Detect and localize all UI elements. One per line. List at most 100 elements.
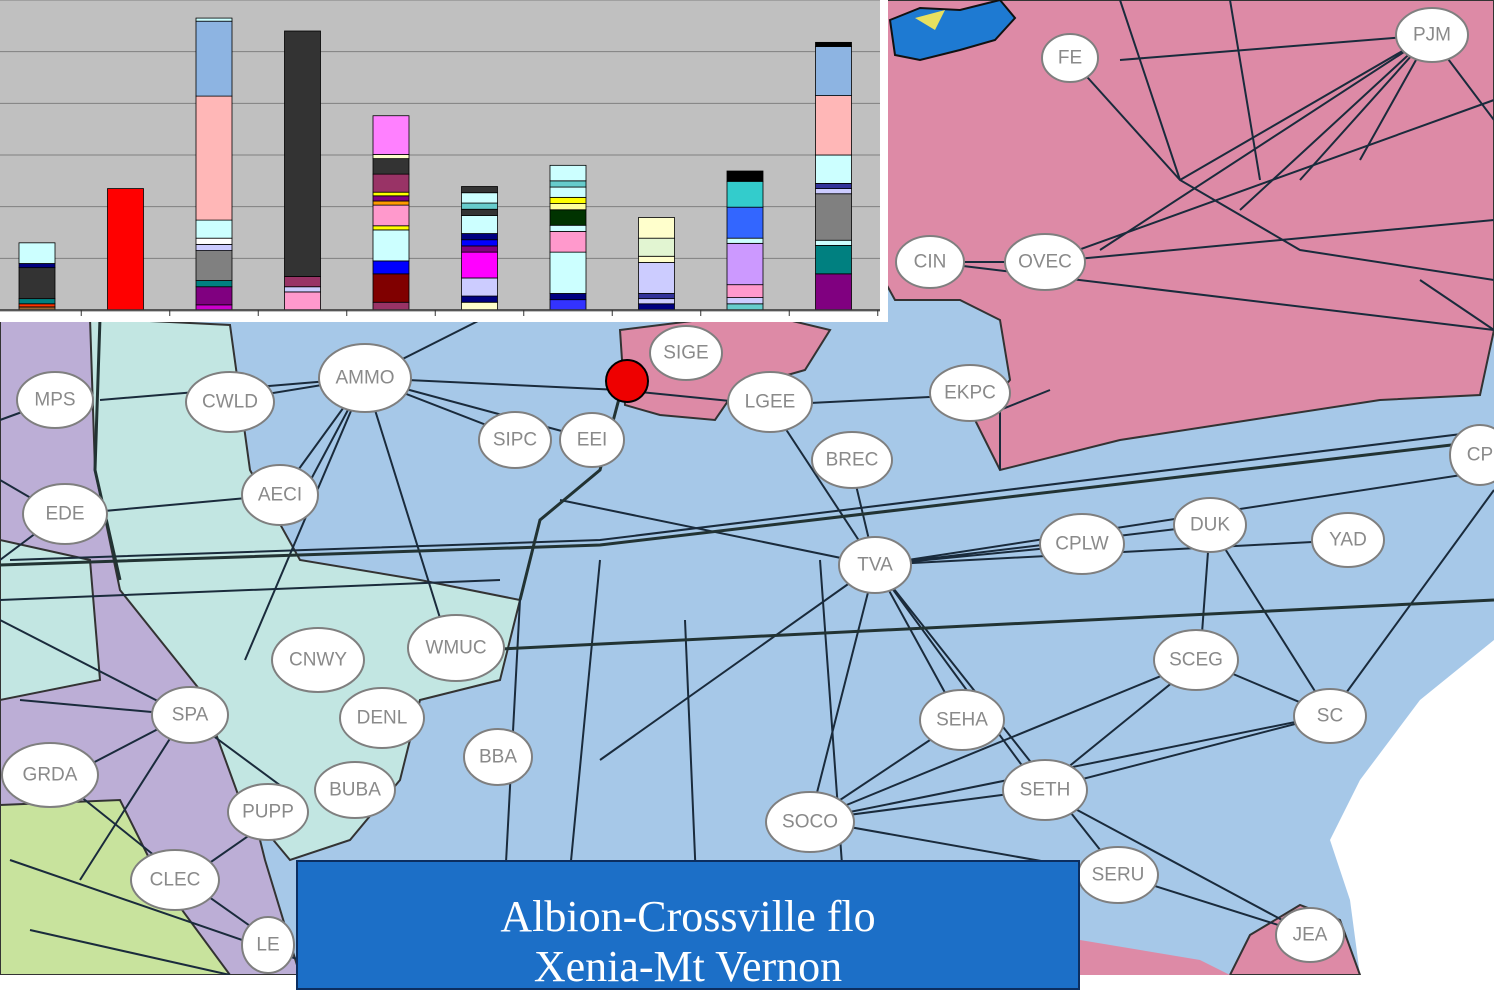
stacked-bar-chart xyxy=(0,0,880,316)
bar-segment xyxy=(195,219,233,239)
bar-segment xyxy=(461,186,498,194)
node-denl: DENL xyxy=(339,687,425,749)
bar-segment xyxy=(815,245,852,275)
node-label: GRDA xyxy=(23,765,78,786)
node-label: DENL xyxy=(357,708,408,729)
node-lgee: LGEE xyxy=(727,371,813,433)
node-bubble xyxy=(811,431,893,489)
node-label: DUK xyxy=(1190,515,1230,536)
node-bba: BBA xyxy=(463,728,533,786)
node-bubble xyxy=(185,371,275,433)
node-seth: SETH xyxy=(1002,759,1088,821)
bar-segment xyxy=(372,229,410,262)
bar-2 xyxy=(107,188,144,311)
node-label: TVA xyxy=(857,555,893,576)
node-bubble xyxy=(895,235,965,289)
bar-segment xyxy=(107,188,144,311)
node-sc: SC xyxy=(1293,688,1367,744)
node-bubble xyxy=(1293,688,1367,744)
bar-segment xyxy=(372,204,410,227)
bar-segment xyxy=(195,95,233,221)
node-bubble xyxy=(16,371,94,429)
node-bubble xyxy=(241,916,295,974)
bar-segment xyxy=(815,183,852,189)
bar-segment xyxy=(461,295,498,303)
node-duk: DUK xyxy=(1173,497,1247,553)
node-sceg: SCEG xyxy=(1153,629,1239,691)
node-bubble xyxy=(929,364,1011,422)
bar-segment xyxy=(195,280,233,288)
node-cnwy: CNWY xyxy=(271,627,365,693)
node-bubble xyxy=(649,325,723,381)
node-sige: SIGE xyxy=(649,325,723,381)
node-bubble xyxy=(1275,907,1345,963)
node-bubble xyxy=(919,689,1005,751)
node-bubble xyxy=(463,728,533,786)
node-wmuc: WMUC xyxy=(407,614,505,682)
node-label: WMUC xyxy=(425,638,486,659)
bar-segment xyxy=(638,303,675,311)
node-label: AECI xyxy=(258,485,302,506)
node-label: CIN xyxy=(914,252,947,273)
x-axis-ticks xyxy=(0,309,880,316)
bar-segment xyxy=(461,301,498,311)
node-label: SPA xyxy=(172,705,209,726)
bar-6 xyxy=(461,186,498,311)
bar-segment xyxy=(726,237,764,244)
bar-segment xyxy=(18,303,56,308)
node-label: CLEC xyxy=(150,870,201,891)
node-eei: EEI xyxy=(559,412,625,468)
node-grda: GRDA xyxy=(1,742,99,808)
bar-segment xyxy=(638,293,675,300)
bar-segment xyxy=(372,191,410,197)
node-label: AMMO xyxy=(335,368,394,389)
node-pupp: PUPP xyxy=(227,783,309,841)
node-label: SIPC xyxy=(493,430,537,451)
node-soco: SOCO xyxy=(765,791,855,853)
bar-segment xyxy=(726,303,764,311)
node-ekpc: EKPC xyxy=(929,364,1011,422)
green-region xyxy=(0,798,232,975)
node-label: CNWY xyxy=(289,650,347,671)
ocean xyxy=(1330,640,1494,975)
node-mps: MPS xyxy=(16,371,94,429)
bar-segment xyxy=(726,297,764,305)
bar-segment xyxy=(638,217,675,239)
node-yad: YAD xyxy=(1311,512,1385,568)
node-sipc: SIPC xyxy=(478,411,552,469)
bar-segment xyxy=(372,173,410,193)
node-label: EKPC xyxy=(944,383,996,404)
node-bubble xyxy=(478,411,552,469)
node-label: SETH xyxy=(1020,780,1071,801)
bar-segment xyxy=(372,158,410,175)
node-label: SEHA xyxy=(936,710,988,731)
bar-segment xyxy=(815,193,852,241)
mapp-region-2 xyxy=(0,538,102,702)
bar-segment xyxy=(549,164,587,182)
caption-line-2: Xenia-Mt Vernon xyxy=(533,942,843,990)
node-label: SCEG xyxy=(1169,650,1223,671)
node-seru: SERU xyxy=(1077,846,1159,904)
bar-segment xyxy=(372,225,410,231)
node-bubble xyxy=(318,343,412,413)
bar-segment xyxy=(195,243,233,251)
node-label: PJM xyxy=(1413,25,1451,46)
bar-segment xyxy=(815,239,852,246)
bar-segment xyxy=(549,196,587,204)
bar-segment xyxy=(18,298,56,305)
bar-4 xyxy=(284,30,321,311)
bar-segment xyxy=(372,195,410,202)
node-buba: BUBA xyxy=(314,761,396,819)
bar-segment xyxy=(815,188,852,195)
bar-segment xyxy=(372,115,410,155)
node-bubble xyxy=(1395,7,1469,63)
bar-segment xyxy=(549,231,587,253)
bar-segment xyxy=(461,239,498,247)
bar-segment xyxy=(372,301,410,311)
bar-segment xyxy=(549,299,587,311)
bar-segment xyxy=(284,286,321,293)
node-label: EEI xyxy=(577,430,608,451)
node-bubble xyxy=(130,849,220,911)
